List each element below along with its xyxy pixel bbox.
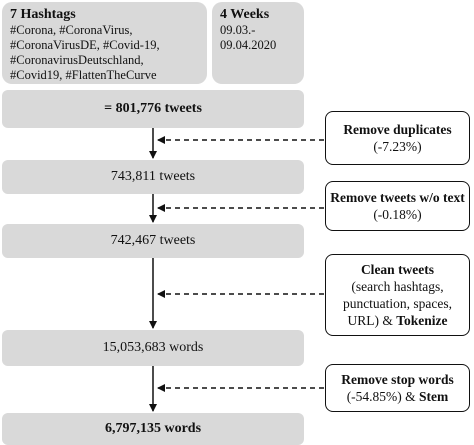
step-extra: Tokenize — [396, 313, 448, 328]
period-start: 09.03.- — [220, 23, 256, 37]
step-detail: (-7.23%) — [373, 139, 422, 154]
step-clean-tweets: Clean tweets (search hashtags, punctuati… — [325, 254, 470, 336]
step-remove-stop-words: Remove stop words (-54.85%) & Stem — [325, 364, 470, 412]
stage-box-1: = 801,776 tweets — [2, 90, 304, 128]
stage-value: 6,797,135 — [104, 421, 161, 436]
hashtags-box: 7 Hashtags #Corona, #CoronaVirus, #Coron… — [2, 2, 207, 84]
stage-box-3: 742,467 tweets — [2, 224, 304, 258]
stage-value: 742,467 — [110, 233, 157, 248]
stage-box-4: 15,053,683 words — [2, 330, 304, 366]
stage-box-2: 743,811 tweets — [2, 160, 304, 194]
stage-value: 15,053,683 — [102, 340, 166, 355]
period-box: 4 Weeks 09.03.- 09.04.2020 — [212, 2, 304, 84]
step-remove-empty-tweets: Remove tweets w/o text (-0.18%) — [325, 181, 470, 231]
stage-unit: words — [164, 421, 202, 436]
period-title: 4 Weeks — [220, 7, 270, 22]
hashtag-line: #CoronaVirusDE, #Covid-19, — [10, 38, 160, 52]
stage-unit: tweets — [159, 233, 196, 248]
hashtag-line: #Corona, #CoronaVirus, — [10, 23, 133, 37]
step-title: Clean tweets — [360, 262, 435, 277]
step-title: Remove tweets w/o text — [330, 190, 465, 205]
period-end: 09.04.2020 — [220, 38, 277, 52]
stage-unit: tweets — [164, 101, 202, 116]
hashtags-title: 7 Hashtags — [10, 7, 76, 22]
stage-unit: tweets — [159, 169, 196, 184]
stage-box-5: 6,797,135 words — [2, 413, 304, 445]
stage-unit: words — [169, 340, 204, 355]
step-title: Remove stop words — [341, 372, 454, 387]
hashtag-line: #CoronavirusDeutschland, — [10, 53, 144, 67]
step-title: Remove duplicates — [343, 122, 452, 137]
step-detail: (search hashtags, punctuation, spaces, U… — [342, 279, 453, 328]
hashtag-line: #Covid19, #FlattenTheCurve — [10, 68, 157, 82]
step-remove-duplicates: Remove duplicates (-7.23%) — [325, 111, 470, 165]
step-detail: (-54.85%) & — [346, 389, 416, 404]
stage-value: 743,811 — [110, 169, 156, 184]
step-detail: (-0.18%) — [373, 207, 422, 222]
stage-value: = 801,776 — [104, 101, 162, 116]
step-extra: Stem — [419, 389, 449, 404]
